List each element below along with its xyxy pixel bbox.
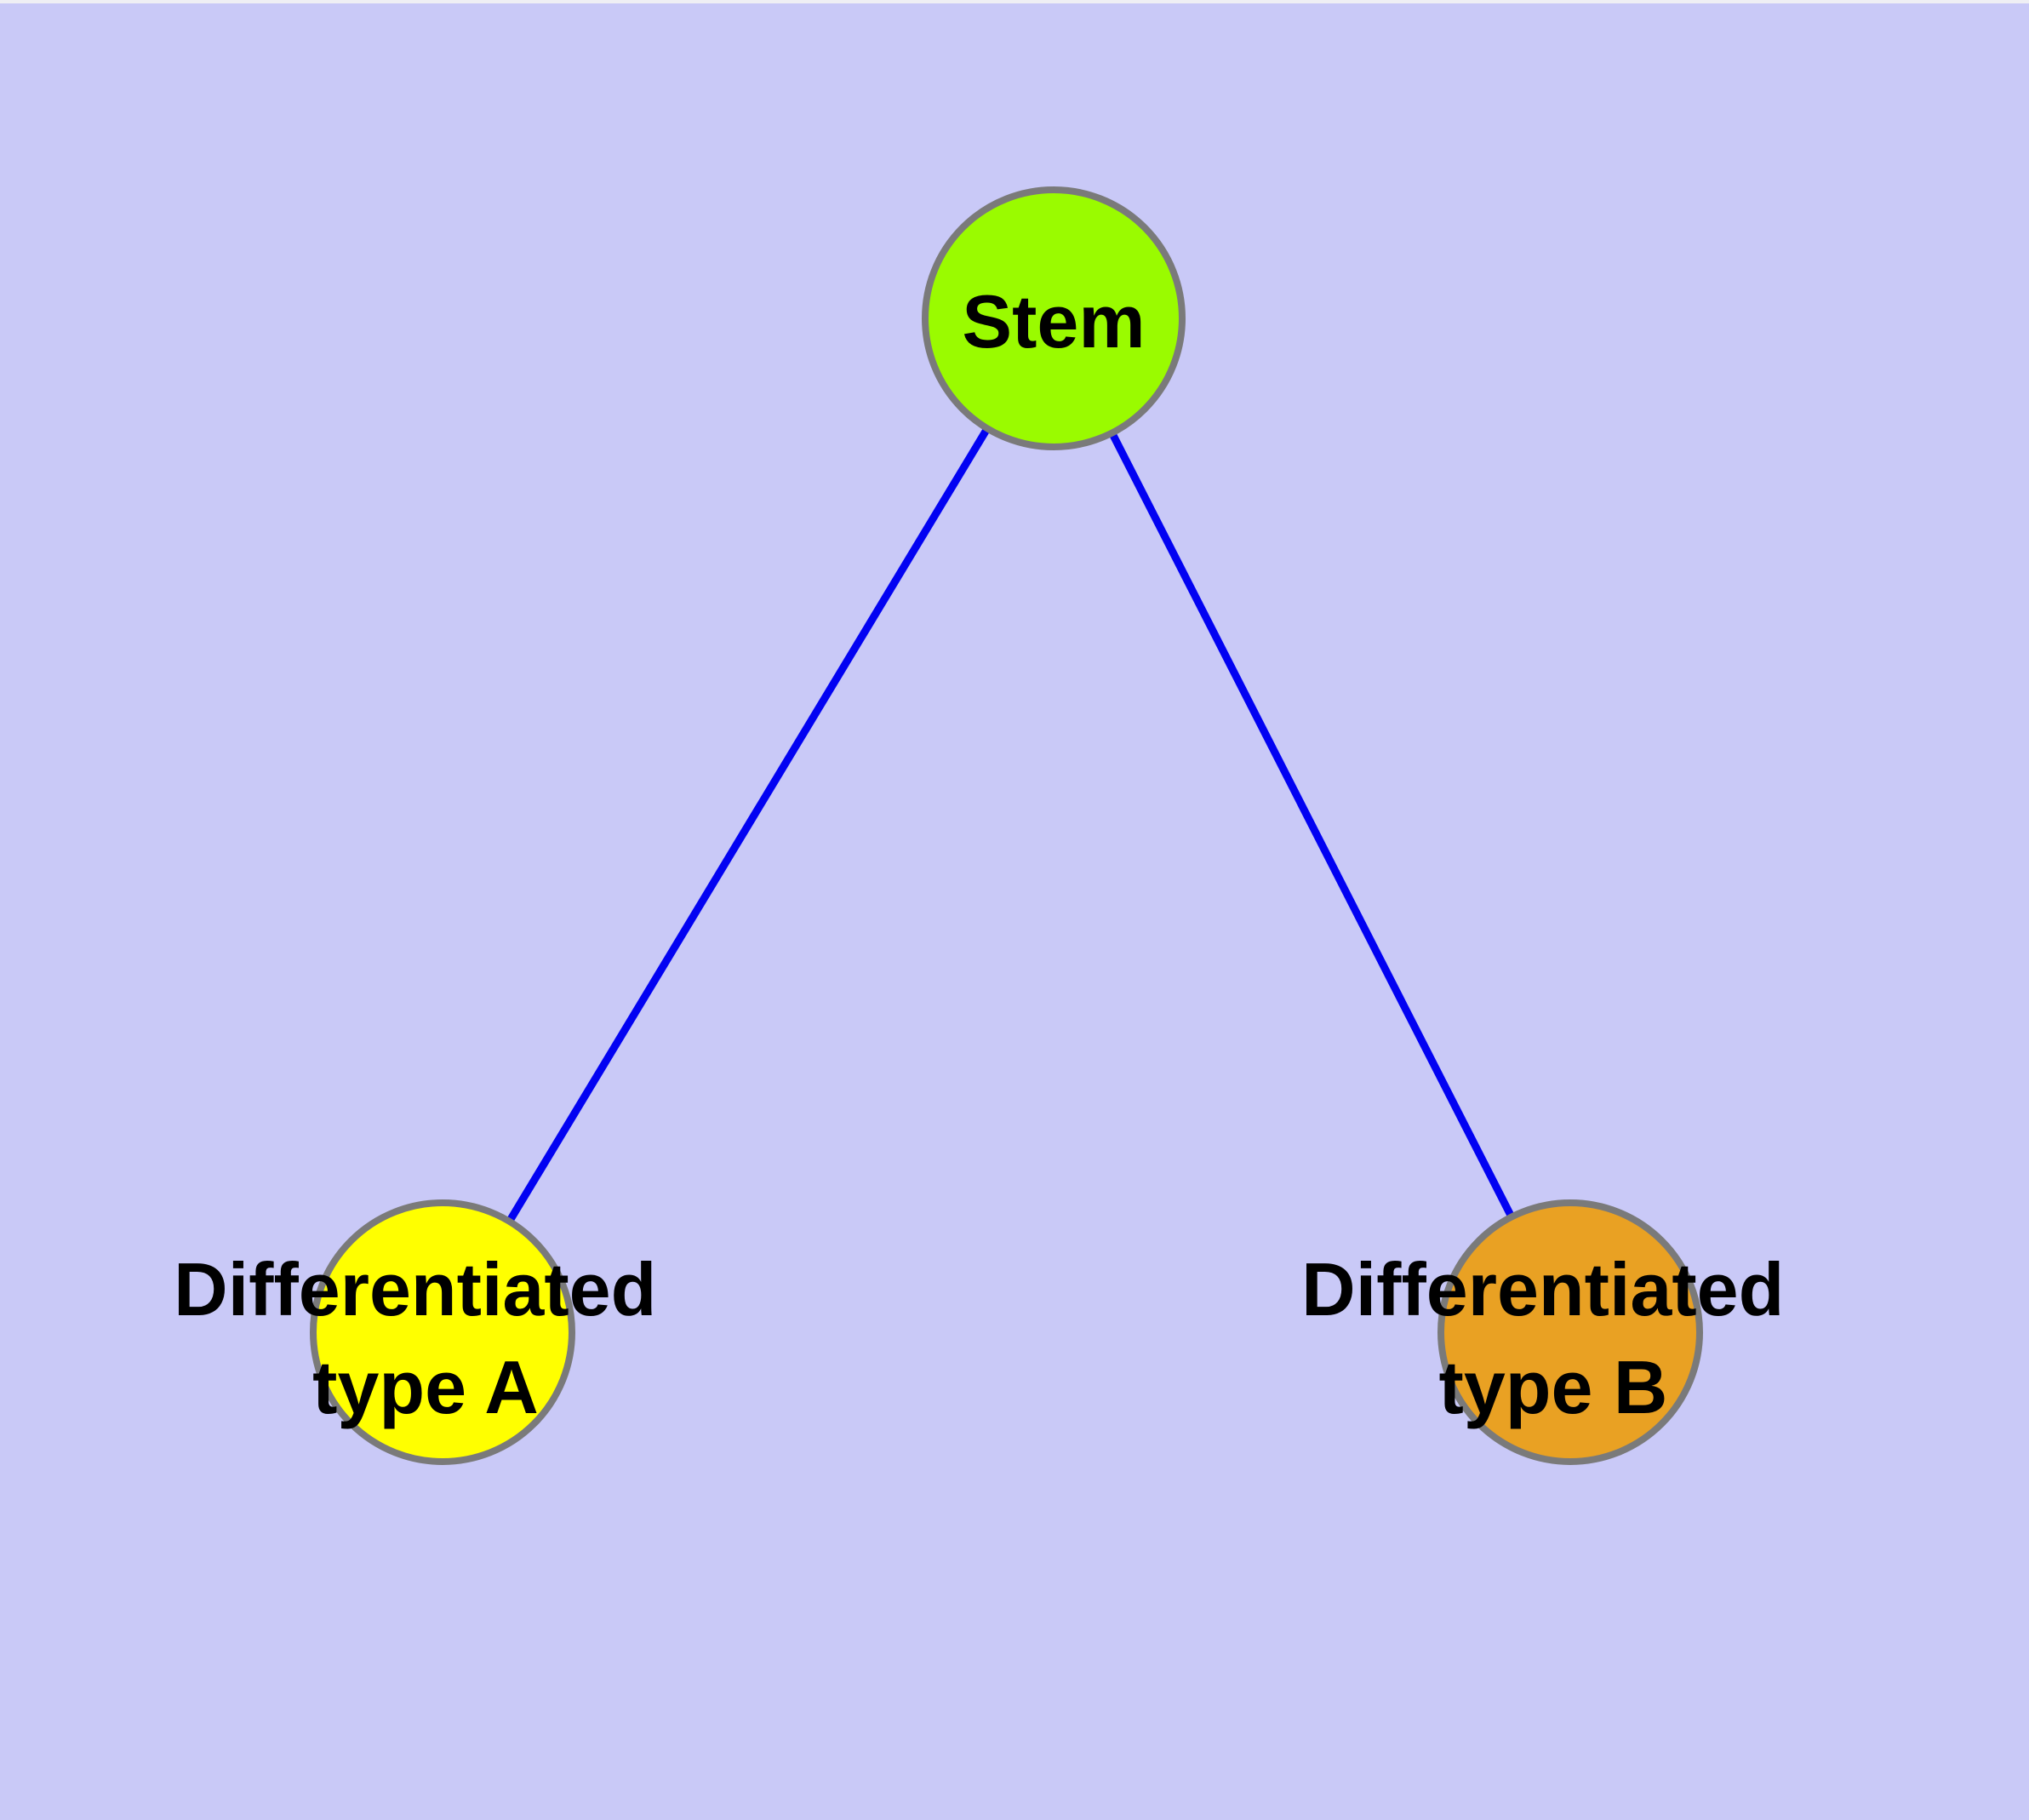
type-b-label-line2: type B: [1439, 1345, 1668, 1429]
type-b-node-label: Differentiated type B: [1301, 1247, 1805, 1429]
type-a-label-line1: Differentiated: [174, 1247, 656, 1331]
edge-stem-to-type-a: [439, 316, 1057, 1335]
top-margin-strip: [0, 0, 2029, 3]
stem-node-label: Stem: [962, 279, 1145, 363]
type-b-node: [1437, 1199, 1703, 1465]
edge-stem-to-type-b: [1049, 316, 1575, 1335]
type-b-label-line1: Differentiated: [1301, 1247, 1784, 1331]
type-a-node-label: Differentiated type A: [174, 1247, 677, 1429]
stem-node: [922, 186, 1186, 450]
type-a-label-line2: type A: [312, 1345, 539, 1429]
type-a-node: [310, 1199, 575, 1465]
